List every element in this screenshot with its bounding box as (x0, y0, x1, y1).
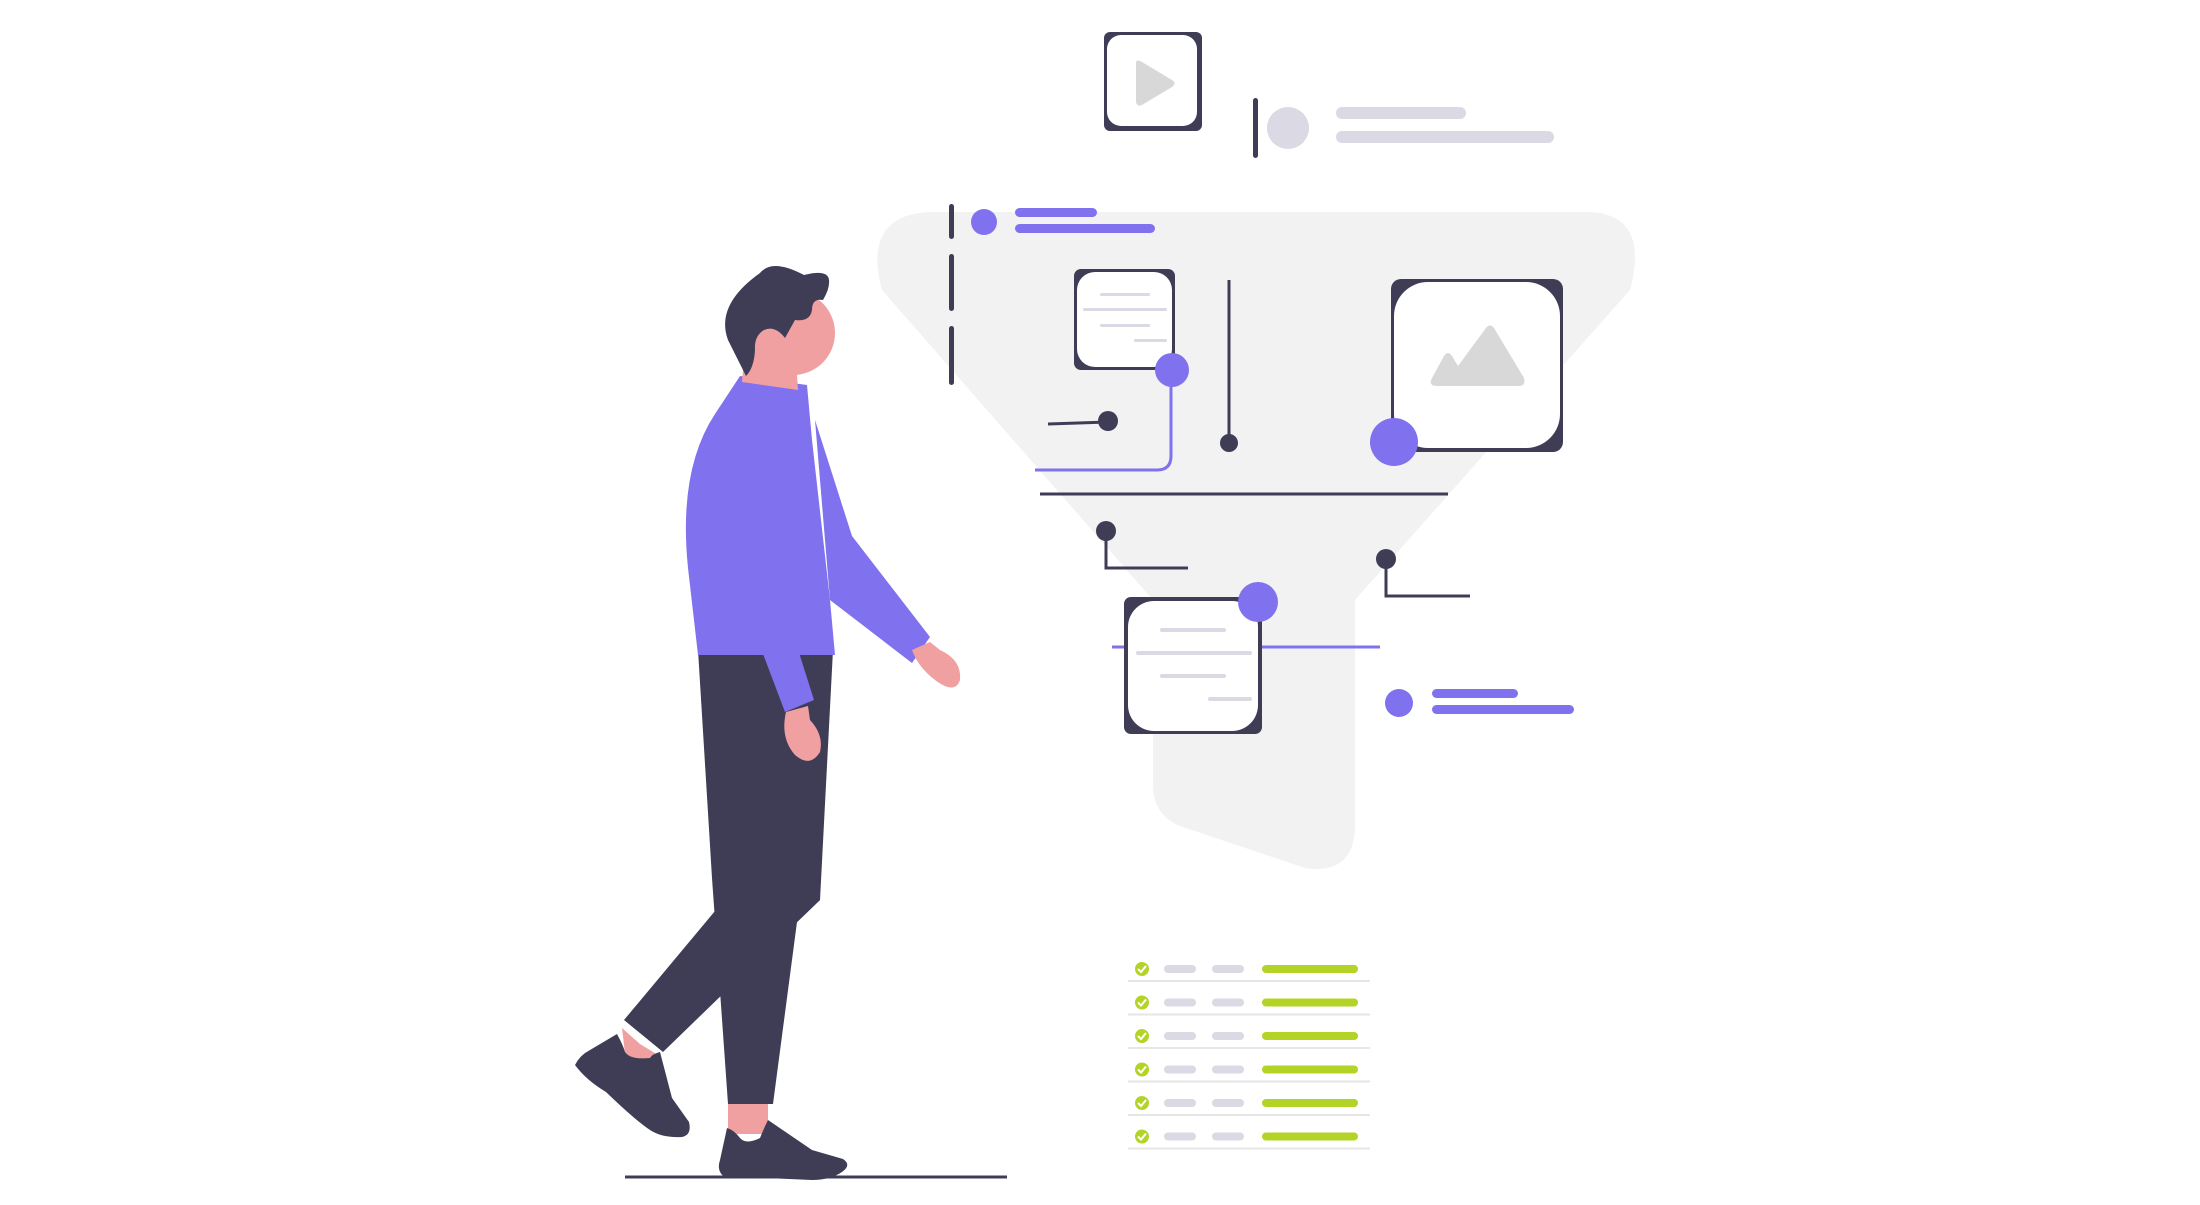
status-row (1128, 1029, 1370, 1049)
status-row (1128, 962, 1370, 982)
placeholder-pill (1164, 965, 1196, 973)
check-icon (1135, 1129, 1149, 1144)
accent-dot (1385, 689, 1413, 717)
leading-ankle (728, 1104, 768, 1134)
text-line (1015, 224, 1155, 233)
connector-line (1047, 420, 1109, 426)
placeholder-pill (1212, 1132, 1244, 1141)
status-bar (1262, 998, 1358, 1007)
status-bar (1262, 1065, 1358, 1074)
placeholder-pill (1164, 1032, 1196, 1040)
text-line (1336, 131, 1554, 143)
connector-line (1104, 540, 1188, 570)
placeholder-pill (1212, 1065, 1244, 1074)
status-bar (1262, 965, 1358, 973)
check-circle (1135, 1062, 1149, 1077)
check-mark (1137, 1132, 1147, 1141)
accent-dot (971, 209, 997, 235)
check-mark (1137, 1065, 1147, 1074)
placeholder-pill (1212, 965, 1244, 973)
accent-list-item-top (971, 208, 1155, 235)
check-circle (1135, 962, 1149, 976)
placeholder-pill (1212, 1099, 1244, 1107)
image-card (1370, 279, 1563, 466)
back-hand (912, 642, 961, 688)
status-bar (1262, 1032, 1358, 1040)
vertical-divider (1253, 98, 1258, 158)
connector-node (1096, 521, 1116, 541)
front-arm (735, 440, 814, 712)
check-circle (1135, 1029, 1149, 1043)
text-line (1336, 107, 1466, 119)
check-mark (1137, 998, 1147, 1007)
placeholder-pill (1164, 1132, 1196, 1141)
status-row (1128, 995, 1370, 1016)
connector-line (1384, 568, 1470, 598)
document-icon (1083, 293, 1167, 342)
document-card-top (1074, 269, 1189, 387)
document-icon (1136, 628, 1252, 701)
dashed-divider (949, 204, 954, 385)
text-line (1432, 705, 1574, 714)
connector-node (1370, 418, 1418, 466)
leading-leg (698, 650, 833, 1104)
connector-line (1035, 385, 1173, 472)
placeholder-pill (1164, 1099, 1196, 1107)
check-circle (1135, 995, 1149, 1010)
placeholder-pill (1164, 1065, 1196, 1074)
check-mark (1137, 965, 1147, 974)
accent-list-item-bottom (1385, 689, 1574, 717)
status-list (1128, 962, 1370, 1150)
placeholder-pill (1212, 998, 1244, 1007)
status-bar (1262, 1132, 1358, 1141)
front-hand (784, 706, 821, 761)
check-circle (1135, 1096, 1149, 1110)
placeholder-pill (1212, 1032, 1244, 1040)
check-icon (1135, 995, 1149, 1010)
status-bar (1262, 1099, 1358, 1107)
text-line (1015, 208, 1097, 217)
play-icon (1136, 60, 1175, 106)
hair (725, 265, 830, 376)
check-icon (1135, 1096, 1149, 1110)
connector-node (1238, 582, 1278, 622)
check-mark (1137, 1032, 1147, 1041)
status-row (1128, 1129, 1370, 1150)
check-mark (1137, 1099, 1147, 1108)
status-row (1128, 1096, 1370, 1116)
check-circle (1135, 1129, 1149, 1144)
check-icon (1135, 962, 1149, 976)
connector-node (1155, 353, 1189, 387)
leading-shoe (718, 1120, 848, 1180)
connector-node (1220, 434, 1238, 452)
status-row (1128, 1062, 1370, 1083)
connector-node (1376, 549, 1396, 569)
document-card-bottom (1124, 582, 1278, 734)
back-arm (815, 420, 930, 663)
video-card (1104, 32, 1202, 131)
trailing-shoe (575, 1034, 690, 1138)
connector-node (1098, 411, 1118, 431)
avatar (1267, 107, 1309, 149)
top-list-item (1253, 98, 1554, 158)
image-icon (1430, 325, 1525, 386)
placeholder-pill (1164, 998, 1196, 1007)
person (575, 265, 1007, 1180)
check-icon (1135, 1062, 1149, 1077)
check-icon (1135, 1029, 1149, 1043)
text-line (1432, 689, 1518, 698)
